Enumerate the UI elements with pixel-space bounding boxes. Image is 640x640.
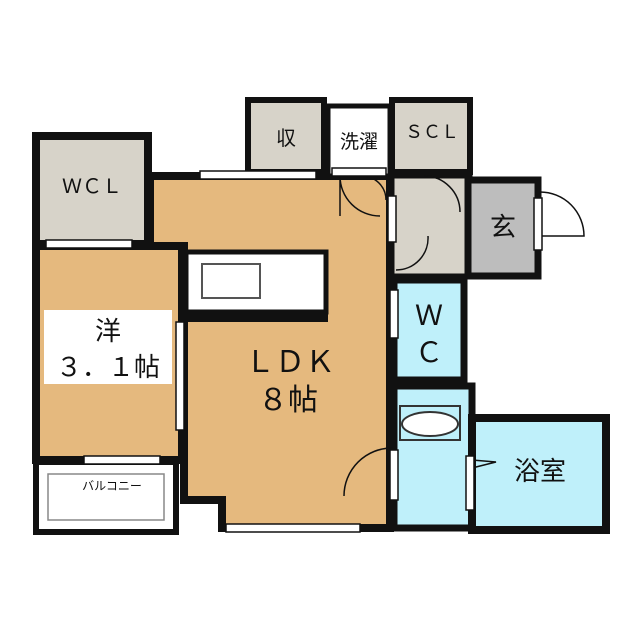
ldk-door-swing bbox=[339, 175, 381, 217]
door-toilet bbox=[389, 289, 399, 339]
window-top-ldk bbox=[199, 170, 317, 180]
window-wcl bbox=[45, 239, 133, 249]
sliding-door-laundry bbox=[331, 167, 387, 177]
window-western bbox=[83, 455, 161, 465]
door-hall-left bbox=[387, 195, 397, 243]
sliding-door-western bbox=[175, 321, 185, 431]
bath-label: 浴室 bbox=[514, 457, 566, 487]
toilet-room bbox=[390, 276, 468, 384]
window-ldk-bottom bbox=[225, 523, 361, 533]
laundry-label: 洗濯 bbox=[340, 131, 378, 153]
balcony-label: バルコニー bbox=[82, 479, 142, 493]
western-room-label-bg bbox=[44, 310, 172, 384]
hallway bbox=[389, 173, 473, 279]
western-room-size: ３．１帖 bbox=[56, 353, 160, 383]
ldk-title: ＬＤＫ bbox=[245, 345, 335, 380]
basin-counter bbox=[399, 405, 461, 441]
balcony-area bbox=[33, 459, 179, 535]
scl-label: ＳＣＬ bbox=[405, 122, 459, 143]
wcl-label: ＷＣＬ bbox=[62, 174, 122, 198]
western-room-title: 洋 bbox=[95, 317, 121, 347]
toilet-door-swing bbox=[395, 235, 429, 271]
balcony-inner bbox=[47, 473, 165, 521]
bathroom-door-swing bbox=[471, 459, 497, 469]
entrance-label: 玄 bbox=[490, 213, 516, 243]
scl-closet bbox=[389, 97, 473, 175]
washroom-door-swing bbox=[343, 447, 393, 497]
entrance-door-swing bbox=[539, 191, 585, 237]
door-bathroom bbox=[465, 455, 475, 511]
counter-wall bbox=[186, 312, 328, 322]
door-washroom bbox=[389, 449, 399, 501]
toilet-label-c: Ｃ bbox=[415, 336, 443, 369]
door-entrance bbox=[533, 197, 543, 251]
kitchen-sink bbox=[201, 263, 261, 299]
hall-door-swing bbox=[423, 175, 461, 213]
toilet-label-w: Ｗ bbox=[415, 299, 443, 332]
storage-label: 収 bbox=[276, 126, 296, 150]
ldk-size: ８帖 bbox=[258, 383, 318, 418]
wash-basin bbox=[401, 411, 459, 437]
